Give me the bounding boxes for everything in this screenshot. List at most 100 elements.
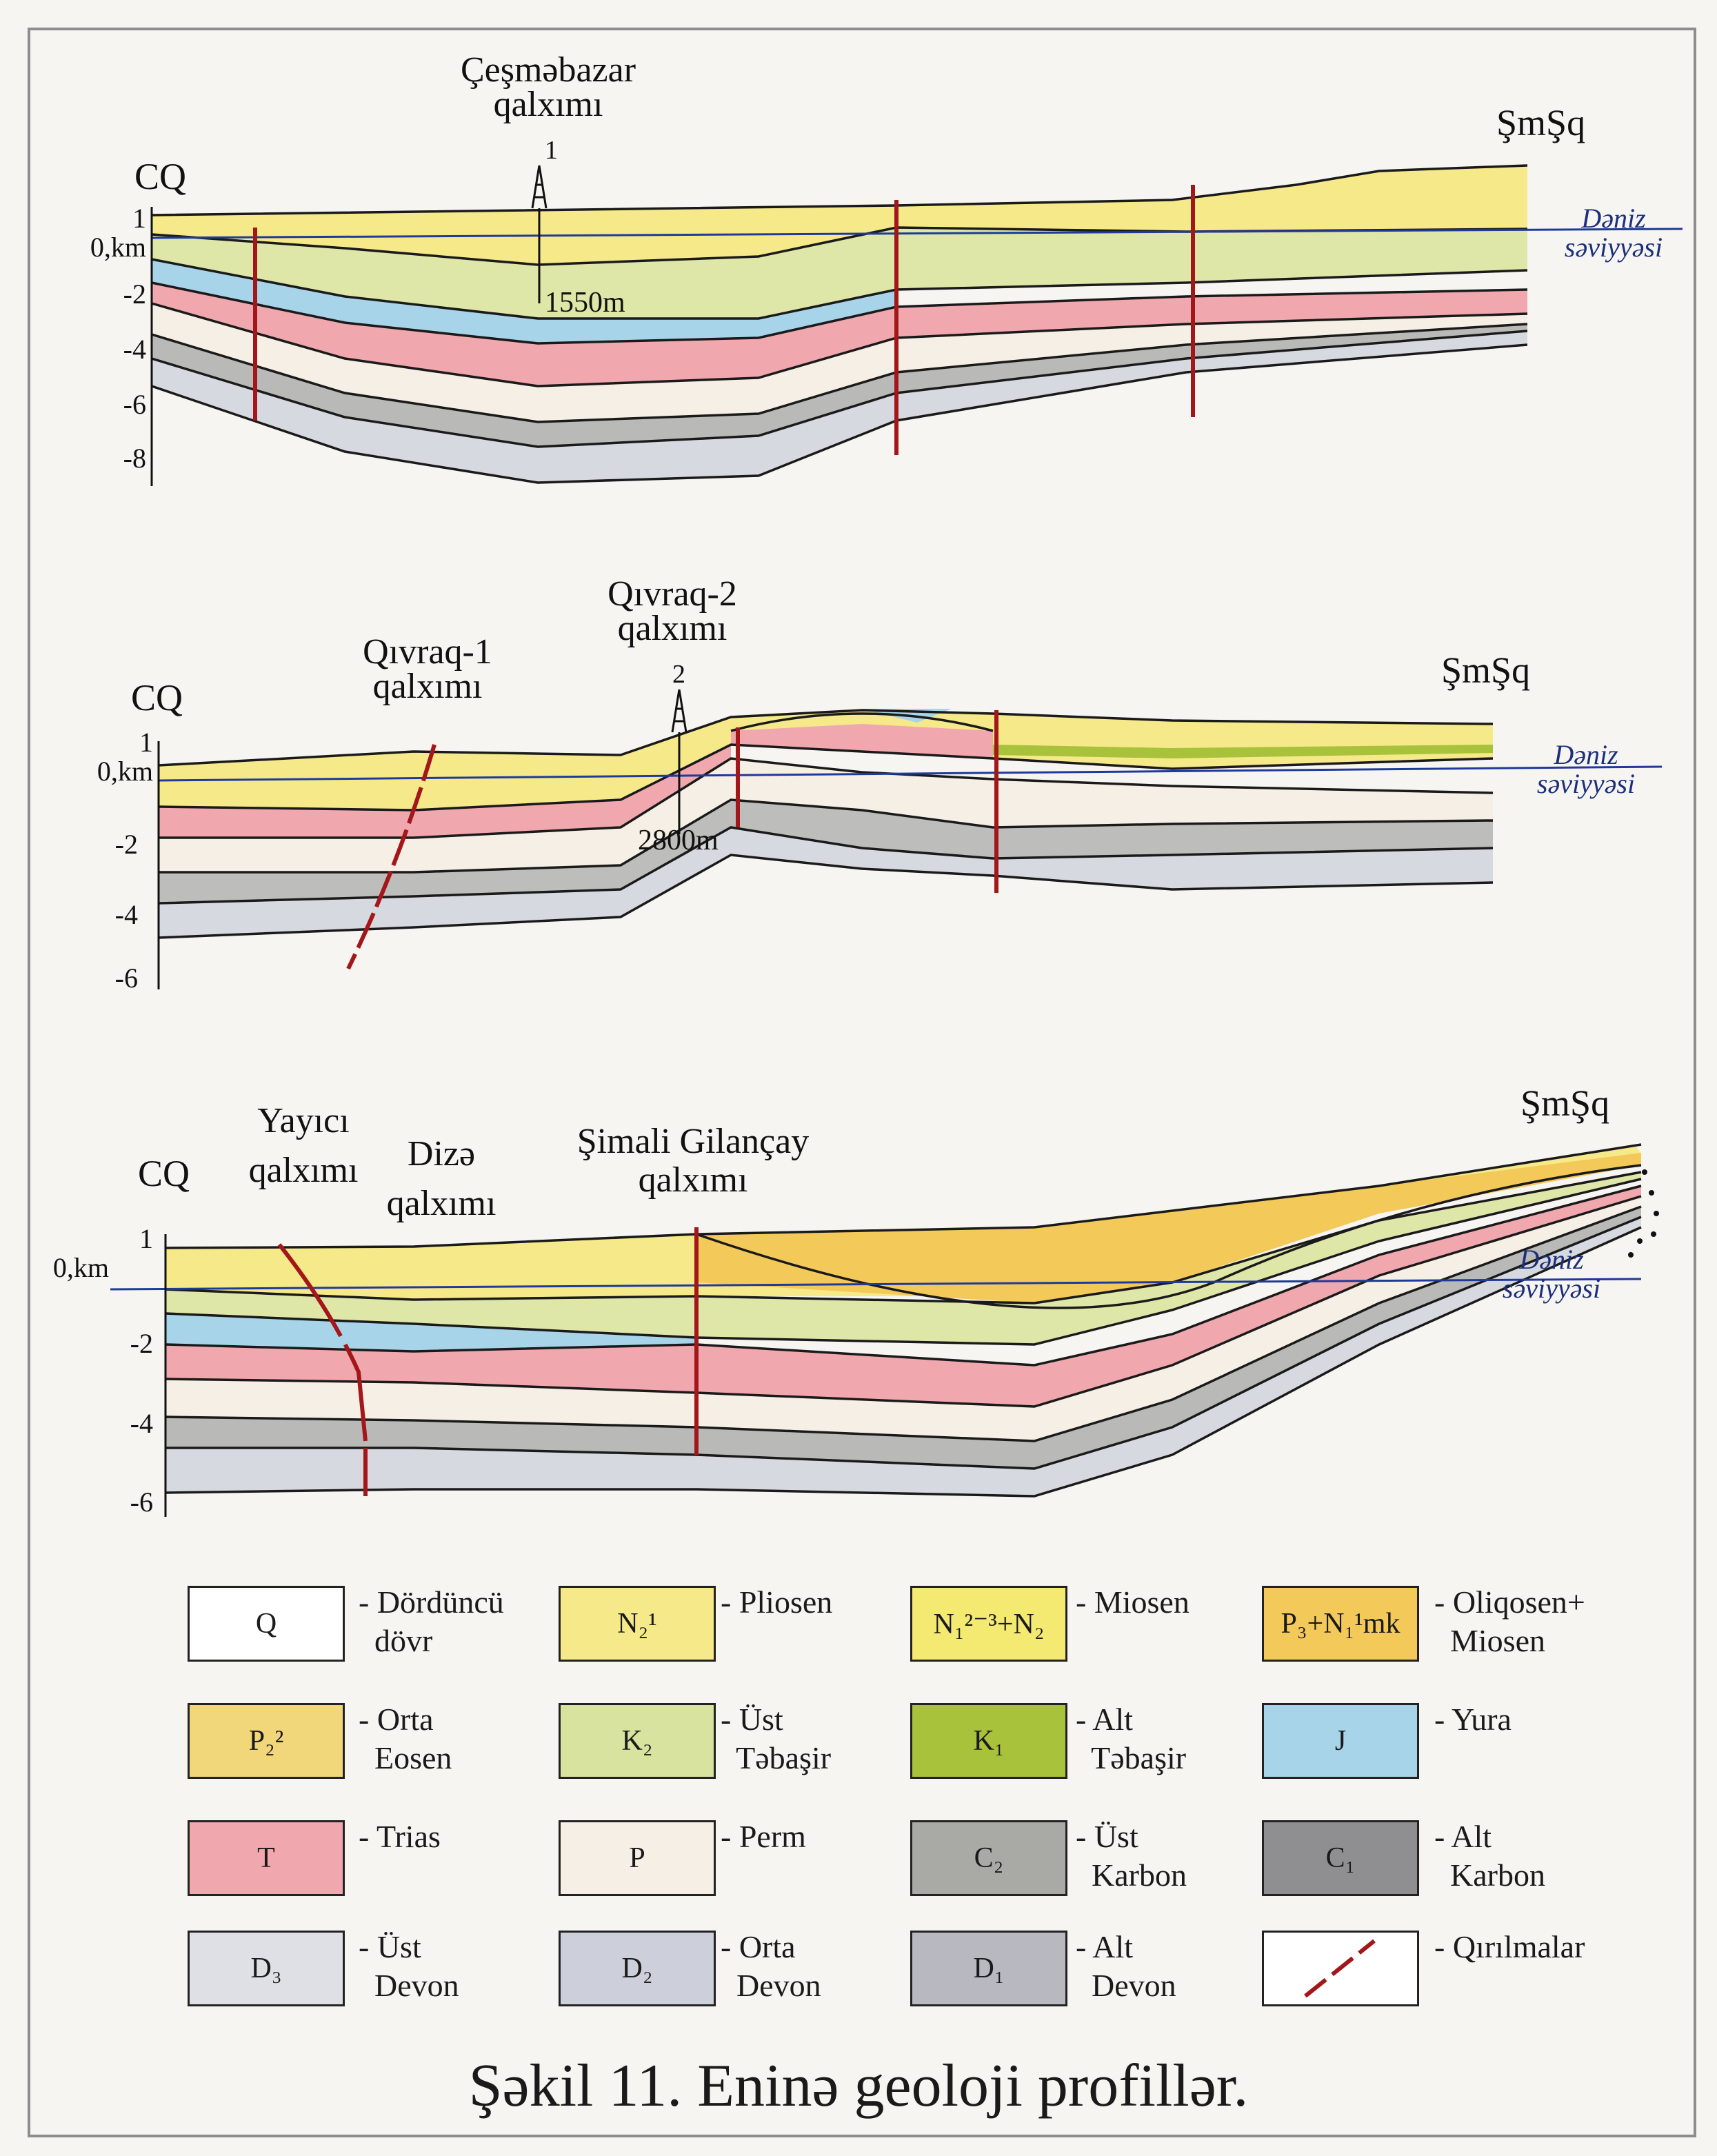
p1-layer-jura: [152, 259, 896, 343]
p2-tick-label: 1: [139, 727, 153, 758]
legend-description: - Yura: [1434, 1702, 1512, 1737]
legend-code: K₂: [621, 1725, 653, 1757]
p3-sea-label-2: səviyyəsi: [1503, 1273, 1600, 1304]
p2-sea-label-2: səviyyəsi: [1537, 768, 1635, 799]
p1-structure-name: Çeşməbazar: [461, 50, 636, 90]
p2-well-structure-name-2: qalxımı: [618, 609, 727, 648]
legend-swatch: J: [1262, 1703, 1419, 1779]
legend-swatch: D₃: [188, 1931, 345, 2006]
p3-layer-pliocene: [165, 1145, 1641, 1300]
legend-code: D₂: [621, 1953, 653, 1984]
p2-layer-trias: [159, 724, 993, 838]
legend-code: D₁: [973, 1953, 1005, 1984]
p3-tick-label: 0,km: [53, 1252, 109, 1283]
p3-layer-perm: [165, 1196, 1641, 1441]
p1-tick-label: -2: [123, 279, 146, 310]
p3-sea-level: [110, 1278, 1642, 1291]
legend-code: P: [629, 1842, 645, 1874]
p3-cq-label: CQ: [138, 1153, 190, 1194]
legend-code: P₂²: [248, 1725, 284, 1757]
p1-depth-ticks: 1 0,km -2 -4 -6 -8: [90, 203, 146, 474]
legend-code: T: [257, 1842, 275, 1874]
p3-gilancay-name: Şimali Gilançay: [577, 1122, 809, 1161]
legend-fault-swatch: [1262, 1931, 1419, 2006]
fault-line-icon: [1304, 1939, 1376, 1998]
p1-layer-pliocene: [152, 165, 1527, 265]
legend-description: - Perm: [721, 1819, 806, 1854]
legend-description: - Trias: [359, 1819, 441, 1854]
p1-well-number: 1: [545, 136, 558, 165]
legend-description: - Qırılmalar: [1434, 1929, 1585, 1964]
legend-description: - Orta Devon: [721, 1929, 821, 2003]
legend-code: N₂¹: [617, 1608, 657, 1640]
p2-tick-label: -6: [115, 963, 138, 994]
p2-well-number: 2: [672, 660, 685, 689]
p3-dize-name: Dizə: [408, 1134, 475, 1173]
p1-sea-label-2: səviyyəsi: [1565, 232, 1663, 263]
p3-layer-upper-cretaceous: [165, 1172, 1641, 1344]
p3-layer-carbon: [165, 1207, 1641, 1469]
p1-tick-label: -8: [123, 443, 146, 474]
p1-tick-label: -6: [123, 389, 146, 420]
p2-well-structure-name: Qıvraq-2: [608, 574, 737, 614]
p1-layer-trias: [152, 283, 1527, 386]
legend-swatch: C₁: [1262, 1820, 1419, 1896]
p3-tick-label: 1: [139, 1223, 153, 1254]
legend-swatch: K₁: [910, 1703, 1067, 1779]
p2-well-icon: [671, 689, 687, 834]
p3-layer-oligocene: [696, 1153, 1641, 1303]
p3-boundaries: [165, 1143, 1642, 1498]
legend-swatch: K₂: [559, 1703, 716, 1779]
p2-tick-label: -2: [115, 829, 138, 860]
p1-cq-label: CQ: [134, 156, 186, 197]
p1-structure-name-2: qalxımı: [494, 85, 603, 124]
profile-3: Yayıcı qalxımı Dizə qalxımı Şimali Gilan…: [53, 1082, 1659, 1518]
p3-sea-label: Dəniz: [1518, 1244, 1584, 1275]
figure-caption: Şəkil 11. Eninə geoloji profillər.: [468, 2053, 1249, 2119]
legend-swatch: P₂²: [188, 1703, 345, 1779]
p2-cq-label: CQ: [131, 677, 183, 718]
p3-yayici-name: Yayıcı: [257, 1101, 349, 1140]
p2-left-structure-name: Qıvraq-1: [363, 632, 492, 672]
p1-right-label: ŞmŞq: [1496, 102, 1585, 143]
p2-left-structure-name-2: qalxımı: [373, 667, 483, 706]
p2-well-depth: 2800m: [638, 825, 719, 856]
p3-gilancay-name-2: qalxımı: [639, 1160, 748, 1200]
legend-description: - Üst Devon: [359, 1929, 459, 2003]
p3-tick-label: -6: [130, 1487, 153, 1518]
p1-tick-label: -4: [123, 334, 146, 365]
p2-layer-perm: [159, 758, 1493, 872]
legend-description: - Oliqosen+ Miosen: [1434, 1584, 1585, 1658]
figure-frame: [28, 28, 1696, 2137]
p2-depth-ticks: 1 0,km -2 -4 -6: [97, 727, 153, 994]
legend-swatch: D₂: [559, 1931, 716, 2006]
p3-right-label: ŞmŞq: [1520, 1082, 1609, 1124]
p2-right-label: ŞmŞq: [1441, 649, 1530, 691]
p3-dotted-edge: [1628, 1169, 1659, 1258]
p2-sea-level: [158, 765, 1663, 782]
p2-layer-k1: [993, 745, 1493, 758]
legend-swatch: P₃+N₁¹mk: [1262, 1586, 1419, 1662]
p3-layer-jura: [165, 1313, 696, 1351]
legend-code: Q: [255, 1608, 277, 1640]
p3-layer-devon: [165, 1217, 1641, 1496]
p1-tick-label: 0,km: [90, 232, 146, 263]
legend-description: - Üst Təbaşir: [721, 1702, 832, 1775]
legend-description: - Dördüncü dövr: [359, 1584, 504, 1658]
p2-layer-devon: [159, 827, 1493, 938]
p2-layer-pliocene: [159, 710, 1493, 810]
geologic-profiles: 1 1550m Çeşməbazar qalxımı CQ ŞmŞq Dəniz…: [53, 50, 1683, 1518]
p1-layer-perm: [152, 303, 1527, 422]
legend-code: N₁²⁻³+N₂: [933, 1609, 1045, 1640]
p3-tick-label: -4: [130, 1408, 153, 1439]
p2-tick-label: -4: [115, 899, 138, 930]
legend-description: - Orta Eosen: [359, 1702, 452, 1775]
legend-description: - Pliosen: [721, 1584, 833, 1620]
profile-2: 2 2800m Qıvraq-2 qalxımı Qıvraq-1 qalxım…: [97, 574, 1663, 994]
p3-faults: [277, 1227, 699, 1496]
p1-sea-level: [151, 228, 1683, 239]
legend-code: C₁: [1325, 1842, 1356, 1874]
legend-description: - Miosen: [1076, 1584, 1189, 1620]
legend-code: D₃: [250, 1953, 282, 1984]
